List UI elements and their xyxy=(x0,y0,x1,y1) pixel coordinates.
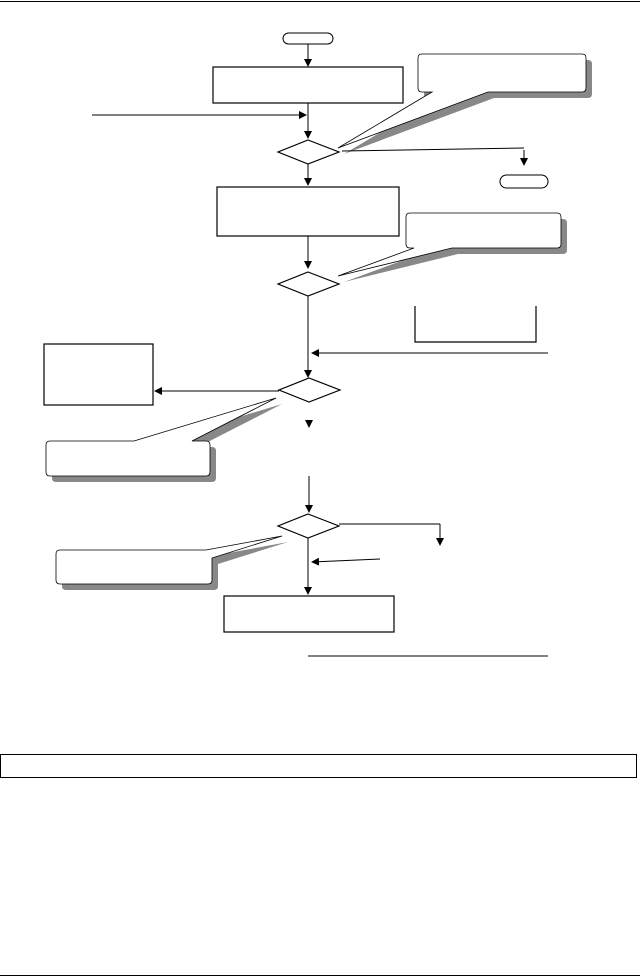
decision-1 xyxy=(276,139,341,165)
flowchart-diagram xyxy=(43,32,592,657)
flow-arrowhead xyxy=(305,420,313,428)
caption-box xyxy=(0,754,637,778)
start-terminal xyxy=(282,32,334,45)
final-process-box xyxy=(223,595,395,633)
callout-4 xyxy=(55,535,288,590)
header-rule xyxy=(0,1,640,2)
branch-arrowhead xyxy=(520,158,528,166)
flow-arrowhead xyxy=(304,370,312,378)
incoming-right-arrow xyxy=(311,557,381,566)
decision-3 xyxy=(277,377,342,403)
process-box-3 xyxy=(414,306,537,343)
process-box-2 xyxy=(216,186,400,237)
callout-2 xyxy=(337,212,567,282)
process-box-4 xyxy=(43,343,154,406)
end-terminal xyxy=(499,174,549,189)
branch-arrowhead xyxy=(436,538,444,546)
callout-3 xyxy=(45,397,282,482)
branch-line xyxy=(341,147,525,152)
footer-rule xyxy=(0,975,640,976)
decision-4 xyxy=(276,513,341,539)
process-box-1 xyxy=(212,66,404,104)
decision-2 xyxy=(276,271,341,297)
callout-1 xyxy=(337,53,592,154)
